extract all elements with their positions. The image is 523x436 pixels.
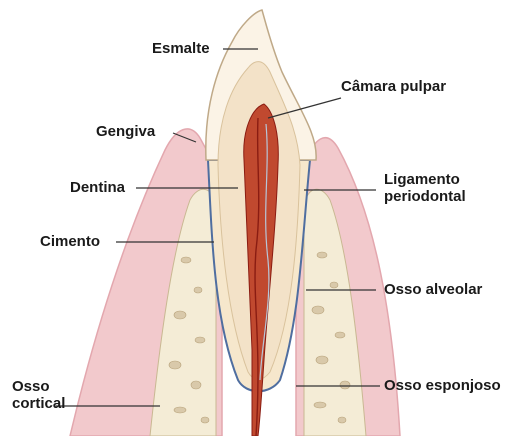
label-ligamento-line2: periodontal (384, 188, 466, 205)
label-osso-esponjoso: Osso esponjoso (384, 377, 501, 394)
label-ligamento-line1: Ligamento (384, 171, 460, 188)
label-osso-alveolar: Osso alveolar (384, 281, 482, 298)
label-cimento: Cimento (40, 233, 100, 250)
label-ligamento-periodontal: Ligamento periodontal (384, 171, 466, 205)
label-esmalte: Esmalte (152, 40, 210, 57)
label-dentina: Dentina (70, 179, 125, 196)
label-osso-cortical-line1: Osso (12, 378, 50, 395)
label-osso-cortical: Osso cortical (12, 378, 65, 412)
label-osso-cortical-line2: cortical (12, 395, 65, 412)
label-gengiva: Gengiva (96, 123, 155, 140)
label-camara-pulpar: Câmara pulpar (341, 78, 446, 95)
